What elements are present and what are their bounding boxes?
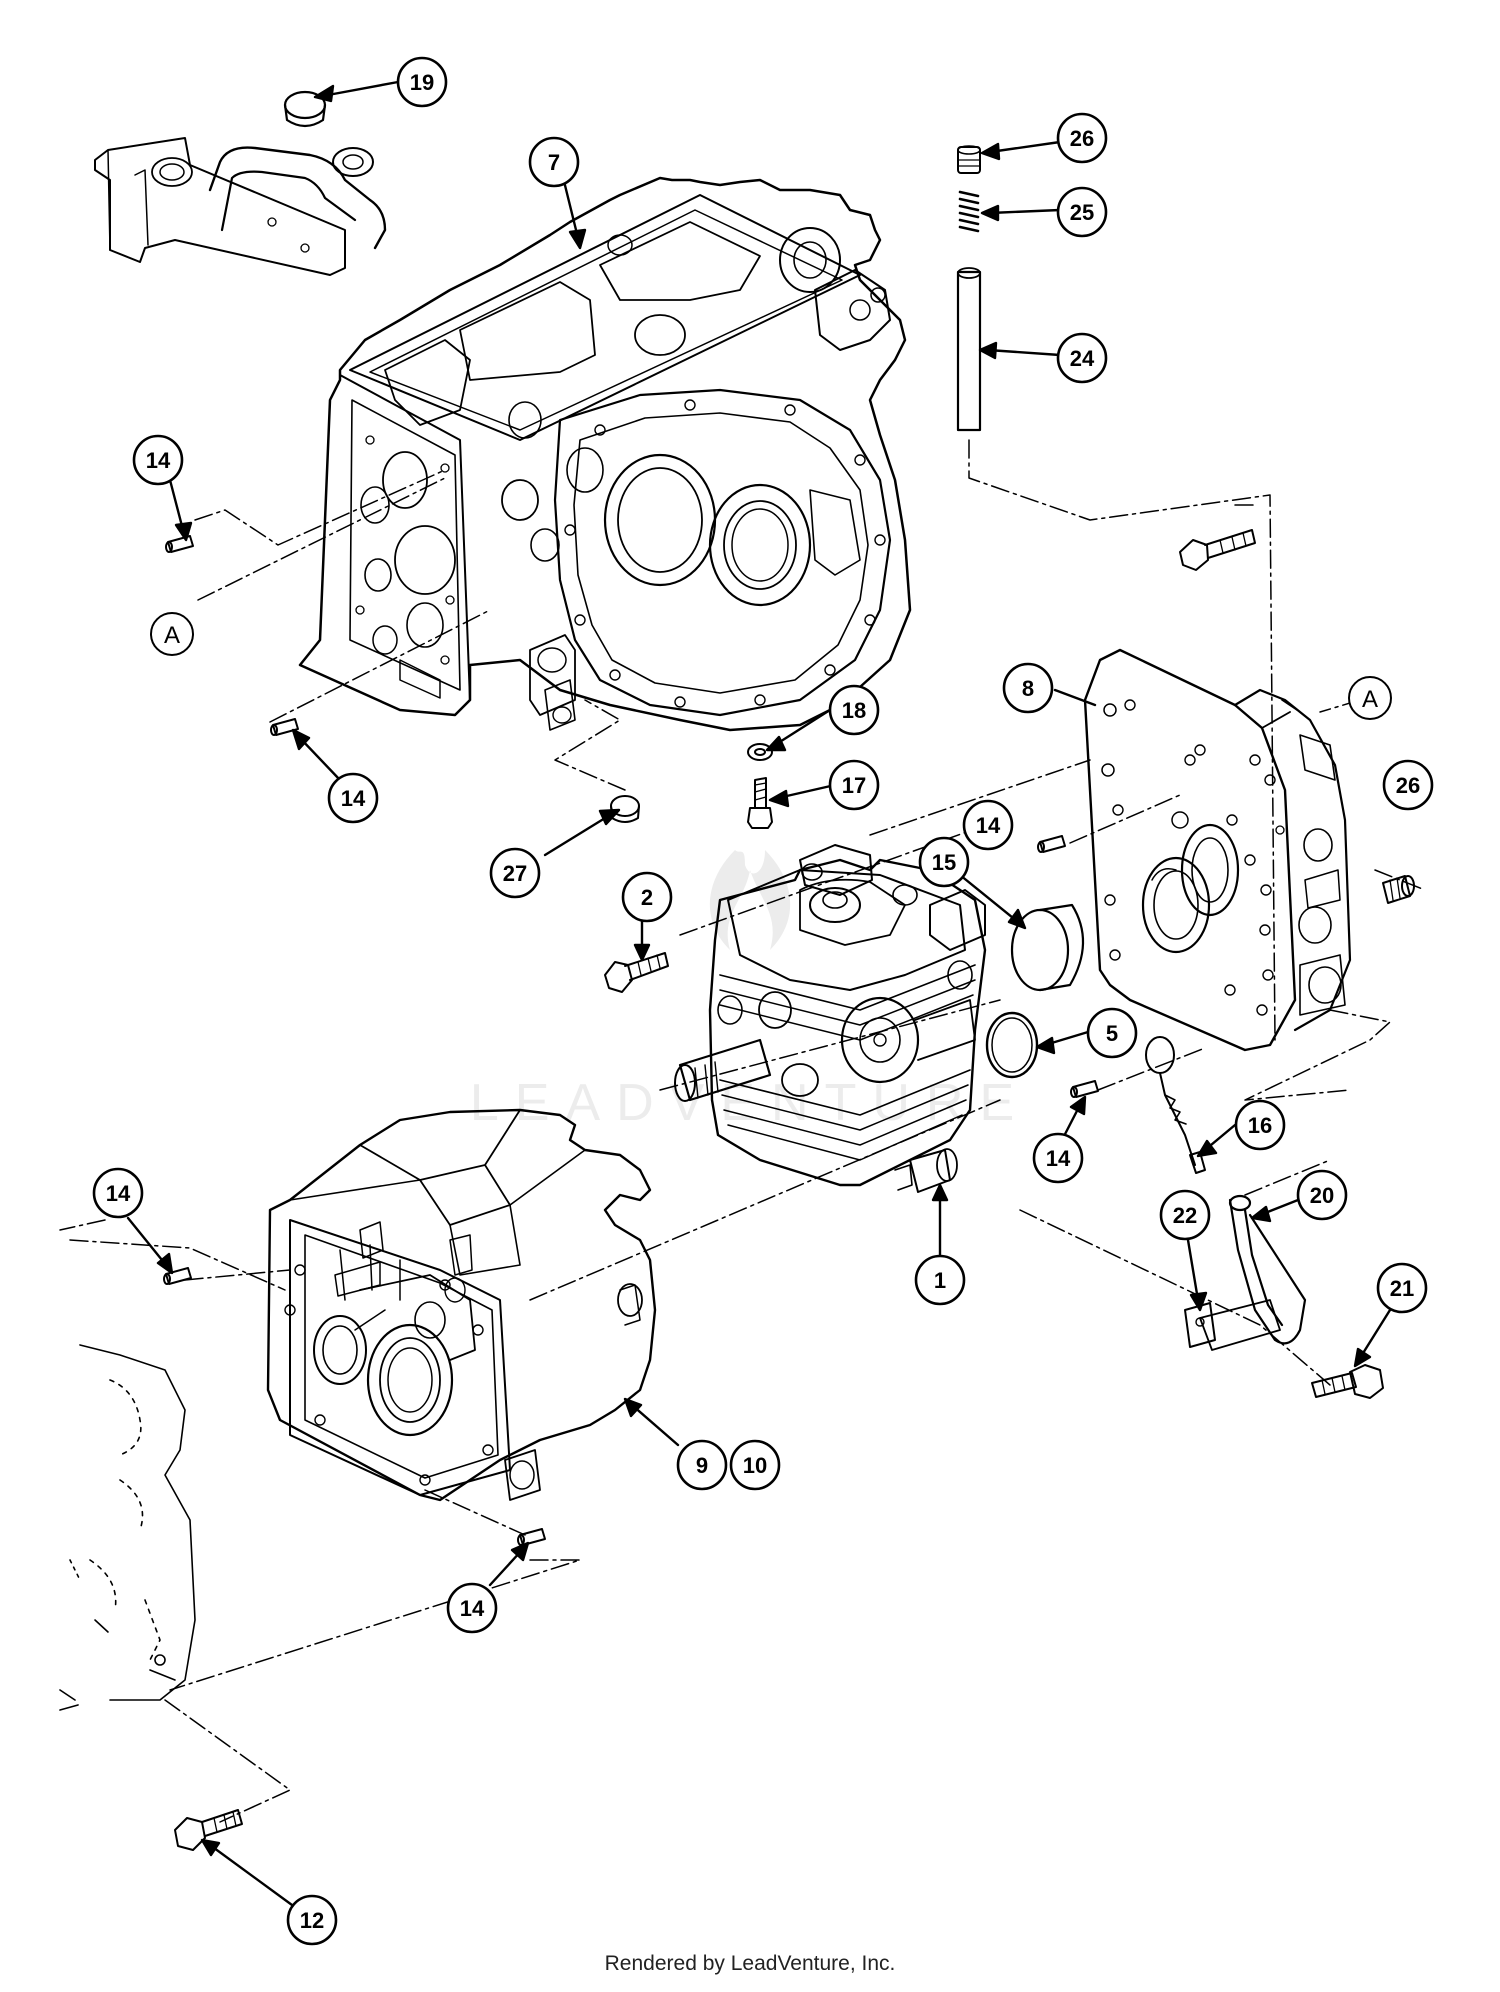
bolt-cover-top[interactable] [1179, 529, 1256, 571]
callout-1[interactable]: 1 [914, 1254, 966, 1306]
svg-text:10: 10 [743, 1453, 767, 1478]
callout-17[interactable]: 17 [828, 759, 880, 811]
transmission-housing[interactable] [298, 176, 912, 732]
svg-text:17: 17 [842, 773, 866, 798]
callout-7[interactable]: 7 [528, 136, 580, 188]
svg-text:16: 16 [1248, 1113, 1272, 1138]
svg-text:5: 5 [1106, 1021, 1118, 1046]
reference-marks: A A [150, 612, 1392, 720]
return-tube-20[interactable] [1199, 1194, 1307, 1351]
bolt-21[interactable] [1311, 1364, 1384, 1399]
relief-plug-top[interactable] [957, 145, 981, 174]
callout-21[interactable]: 21 [1376, 1262, 1428, 1314]
bolt-2[interactable] [604, 952, 669, 993]
svg-text:A: A [164, 622, 180, 649]
dowel-pin-d[interactable] [1070, 1080, 1099, 1098]
dowel-pin-a[interactable] [165, 535, 194, 553]
callout-14-e[interactable]: 14 [92, 1167, 144, 1219]
callout-26[interactable]: 26 [1056, 112, 1108, 164]
svg-text:26: 26 [1070, 126, 1094, 151]
relief-tube[interactable] [956, 267, 982, 432]
callout-16[interactable]: 16 [1234, 1099, 1286, 1151]
callout-14-b[interactable]: 14 [327, 772, 379, 824]
svg-text:20: 20 [1310, 1183, 1334, 1208]
callout-14-a[interactable]: 14 [132, 434, 184, 486]
callout-15[interactable]: 15 [918, 836, 970, 888]
relief-spring[interactable] [958, 190, 980, 233]
svg-text:21: 21 [1390, 1276, 1414, 1301]
svg-text:14: 14 [146, 448, 171, 473]
svg-text:14: 14 [460, 1596, 485, 1621]
callout-26-side[interactable]: 26 [1382, 759, 1434, 811]
tractor-frame-partial [59, 1344, 196, 1711]
alignment-lines [59, 439, 1426, 1823]
reference-mark-a-right: A [1348, 676, 1392, 720]
filler-cap[interactable] [283, 90, 327, 128]
callout-14-c[interactable]: 14 [962, 799, 1014, 851]
svg-text:A: A [1362, 686, 1378, 713]
callout-22[interactable]: 22 [1159, 1189, 1211, 1241]
callout-19[interactable]: 19 [396, 56, 448, 108]
dowel-pin-c[interactable] [1037, 835, 1066, 853]
svg-text:12: 12 [300, 1908, 324, 1933]
svg-text:14: 14 [341, 786, 366, 811]
svg-text:7: 7 [548, 150, 560, 175]
callout-10[interactable]: 10 [729, 1439, 781, 1491]
dipstick-16[interactable] [1145, 1036, 1206, 1174]
dowel-pin-e[interactable] [163, 1267, 192, 1285]
callouts: 19 7 26 25 24 14 14 27 18 17 8 26 14 15 … [92, 56, 1434, 1946]
svg-text:1: 1 [934, 1268, 946, 1293]
callout-20[interactable]: 20 [1296, 1169, 1348, 1221]
callout-27[interactable]: 27 [489, 847, 541, 899]
svg-text:19: 19 [410, 70, 434, 95]
front-housing[interactable] [266, 1108, 657, 1502]
svg-text:2: 2 [641, 885, 653, 910]
washer-18[interactable] [747, 743, 773, 761]
svg-text:15: 15 [932, 850, 956, 875]
front-cover-plate[interactable] [1083, 648, 1352, 1052]
svg-text:14: 14 [106, 1181, 131, 1206]
callout-14-d[interactable]: 14 [1032, 1132, 1084, 1184]
bearing-cap-15[interactable] [1010, 903, 1085, 992]
dowel-pin-f[interactable] [517, 1528, 546, 1546]
bolt-17[interactable] [747, 777, 773, 829]
svg-text:14: 14 [1046, 1146, 1071, 1171]
svg-text:25: 25 [1070, 200, 1094, 225]
callout-12[interactable]: 12 [286, 1894, 338, 1946]
svg-text:22: 22 [1173, 1203, 1197, 1228]
callout-24[interactable]: 24 [1056, 332, 1108, 384]
svg-text:8: 8 [1022, 676, 1034, 701]
svg-text:26: 26 [1396, 773, 1420, 798]
oil-filler-tube-bracket[interactable] [94, 137, 387, 276]
callout-18[interactable]: 18 [828, 684, 880, 736]
leader-lines [126, 80, 1392, 1907]
callout-5[interactable]: 5 [1086, 1007, 1138, 1059]
callout-8[interactable]: 8 [1002, 662, 1054, 714]
svg-text:9: 9 [696, 1453, 708, 1478]
dowel-pin-b[interactable] [270, 718, 299, 736]
o-ring-5[interactable] [985, 1011, 1039, 1079]
callout-2[interactable]: 2 [621, 871, 673, 923]
svg-text:27: 27 [503, 861, 527, 886]
hydrostatic-pump[interactable] [674, 844, 987, 1193]
svg-text:24: 24 [1070, 346, 1095, 371]
reference-mark-a-left: A [150, 612, 194, 656]
footer-credit: Rendered by LeadVenture, Inc. [604, 1952, 896, 1975]
bolt-12[interactable] [174, 1809, 243, 1851]
svg-text:18: 18 [842, 698, 866, 723]
callout-9[interactable]: 9 [676, 1439, 728, 1491]
callout-25[interactable]: 25 [1056, 186, 1108, 238]
callout-14-f[interactable]: 14 [446, 1582, 498, 1634]
svg-text:14: 14 [976, 813, 1001, 838]
